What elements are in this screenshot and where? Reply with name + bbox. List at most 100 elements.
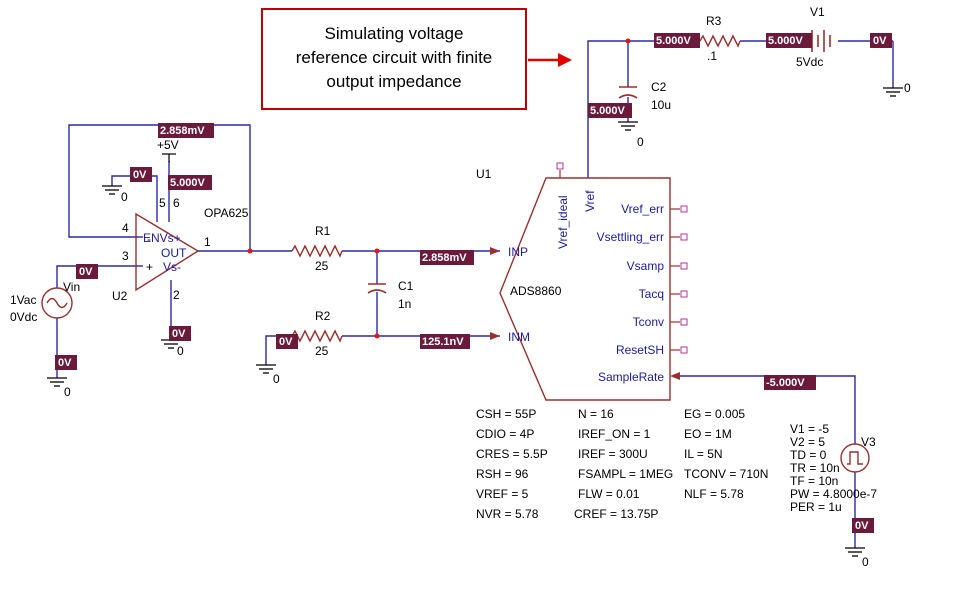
v1-value: 5Vdc: [796, 55, 823, 69]
capacitor-c1[interactable]: C1 1n: [367, 279, 414, 311]
ground-icon: [256, 364, 276, 374]
r3-value: .1: [707, 49, 717, 63]
probe-vin-plus[interactable]: 0V: [79, 266, 93, 278]
probe-v3-gnd[interactable]: 0V: [855, 520, 869, 532]
param-text: VREF = 5: [476, 487, 529, 501]
probe-r3-right[interactable]: 5.000V: [768, 35, 804, 47]
probe-opamp-vminus[interactable]: 0V: [172, 328, 186, 340]
c2-name: C2: [651, 80, 667, 94]
opamp-pin-6: 6: [173, 196, 180, 210]
annotation-box: Simulating voltage reference circuit wit…: [261, 8, 527, 110]
resistor-r1[interactable]: R1 25: [291, 224, 343, 273]
v3-parameters: V1 = -5 V2 = 5 TD = 0 TR = 10n TF = 10n …: [790, 422, 877, 514]
param-text: CDIO = 4P: [476, 427, 534, 441]
ground-label: 0: [637, 135, 644, 149]
param-text: EG = 0.005: [684, 407, 745, 421]
ground-icon: [102, 185, 122, 195]
annotation-arrow: [528, 53, 572, 67]
param-text: RSH = 96: [476, 467, 529, 481]
param-text: V1 = -5: [790, 422, 829, 436]
opamp-u2[interactable]: 4 3 5 6 1 2 ENVs+ OUT Vs- + - OPA625 U2 …: [112, 138, 249, 303]
vin-dc: 0Vdc: [10, 310, 37, 324]
probe-opamp-supply[interactable]: 5.000V: [170, 177, 206, 189]
adc-model: ADS8860: [510, 284, 562, 298]
adc-pin-vref-err: Vref_err: [621, 202, 664, 216]
resistor-r2[interactable]: R2 25: [291, 309, 343, 358]
adc-u1[interactable]: U1 ADS8860 INP INM Vref_ideal Vref Vref_…: [476, 162, 688, 401]
annotation-line-1: Simulating voltage: [325, 24, 464, 43]
pin-square[interactable]: [680, 290, 688, 298]
param-text: IREF_ON = 1: [578, 427, 651, 441]
probe-opamp-neg-top[interactable]: 0V: [133, 169, 147, 181]
probe-inm[interactable]: 125.1nV: [422, 336, 464, 348]
supply-label: +5V: [157, 138, 179, 152]
adc-pin-vsettling-err: Vsettling_err: [597, 230, 664, 244]
r1-name: R1: [315, 224, 331, 238]
param-text: CREF = 13.75P: [574, 507, 658, 521]
vin-name: Vin: [63, 280, 80, 294]
pin-square[interactable]: [680, 233, 688, 241]
param-text: V2 = 5: [790, 435, 825, 449]
pin-square[interactable]: [556, 162, 564, 170]
probe-r2-left[interactable]: 0V: [279, 336, 293, 348]
param-text: PER = 1u: [790, 500, 842, 514]
resistor-r3[interactable]: R3 .1: [699, 14, 741, 63]
probe-vin-gnd[interactable]: 0V: [58, 357, 72, 369]
vin-ac: 1Vac: [10, 293, 36, 307]
capacitor-c2[interactable]: C2 10u: [618, 80, 671, 112]
adc-pin-samplerate: SampleRate: [598, 370, 664, 384]
opamp-pin-4: 4: [122, 221, 129, 235]
junction-dot: [374, 333, 380, 339]
pin-square[interactable]: [680, 346, 688, 354]
ground-labels: 0 0 0 0 0 0 0: [64, 81, 911, 569]
opamp-plus-sign: +: [146, 260, 153, 274]
param-text: FSAMPL = 1MEG: [578, 467, 673, 481]
probe-inp[interactable]: 2.858mV: [422, 252, 467, 264]
c2-value: 10u: [651, 98, 671, 112]
opamp-pin-5: 5: [159, 196, 166, 210]
probe-feedback[interactable]: 2.858mV: [160, 125, 205, 137]
param-text: IL = 5N: [684, 447, 723, 461]
pulse-source-v3[interactable]: V3: [840, 435, 876, 473]
probe-samplerate[interactable]: -5.000V: [766, 377, 805, 389]
param-text: N = 16: [578, 407, 614, 421]
param-text: CRES = 5.5P: [476, 447, 548, 461]
param-text: TF = 10n: [790, 474, 838, 488]
ground-label: 0: [121, 190, 128, 204]
param-text: PW = 4.8000e-7: [790, 487, 877, 501]
v1-name: V1: [810, 5, 825, 19]
pin-square[interactable]: [680, 318, 688, 326]
c1-value: 1n: [398, 297, 411, 311]
pin-square[interactable]: [680, 262, 688, 270]
ground-icon: [47, 377, 67, 387]
grounds: [47, 87, 903, 557]
param-text: TCONV = 710N: [684, 467, 768, 481]
voltage-probes: 5.000V 5.000V 0V 5.000V 2.858mV 5.000V 0…: [55, 33, 892, 533]
pin-square[interactable]: [680, 205, 688, 213]
probe-vref-top[interactable]: 5.000V: [656, 35, 692, 47]
ground-label: 0: [862, 555, 869, 569]
opamp-pin-3: 3: [122, 249, 129, 263]
ground-label: 0: [904, 81, 911, 95]
r2-name: R2: [315, 309, 331, 323]
param-text: NLF = 5.78: [684, 487, 744, 501]
probe-vref-left[interactable]: 5.000V: [590, 105, 626, 117]
opamp-vs-label: Vs-: [163, 260, 181, 274]
ground-label: 0: [64, 385, 71, 399]
opamp-ref: U2: [112, 289, 128, 303]
opamp-envs-label: ENVs+: [143, 231, 181, 245]
voltage-source-vin[interactable]: Vin 1Vac 0Vdc: [10, 280, 80, 324]
adc-pin-vref: Vref: [583, 190, 597, 212]
param-text: CSH = 55P: [476, 407, 536, 421]
adc-pin-inp: INP: [508, 245, 528, 259]
junction-dots: [247, 38, 631, 339]
opamp-pin-2: 2: [173, 288, 180, 302]
param-text: TR = 10n: [790, 461, 840, 475]
adc-pin-resetsh: ResetSH: [616, 343, 664, 357]
param-text: IREF = 300U: [578, 447, 648, 461]
junction-dot: [625, 38, 631, 44]
probe-v1-right[interactable]: 0V: [873, 35, 887, 47]
ground-icon: [845, 547, 865, 557]
